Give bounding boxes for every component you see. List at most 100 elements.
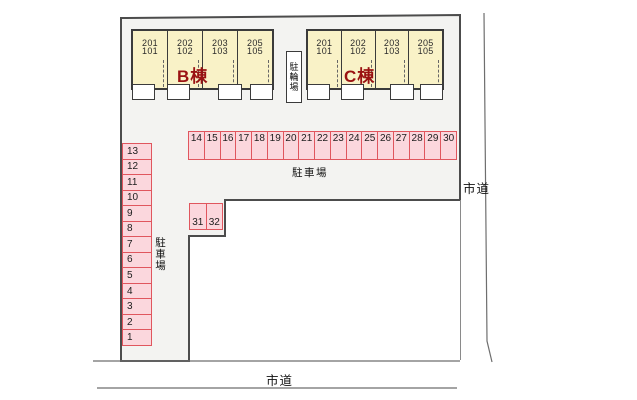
parking-space: 10 [123, 191, 151, 207]
parking-space: 20 [284, 132, 300, 159]
parking-space: 32 [207, 204, 223, 229]
parking-space: 31 [190, 204, 207, 229]
unit-number-lower: 105 [417, 46, 434, 56]
parking-pair-31-32: 31 32 [189, 203, 223, 230]
parking-space-number: 6 [127, 254, 133, 266]
parking-space-number: 3 [127, 301, 133, 313]
parking-space-number: 30 [443, 133, 455, 144]
parking-space: 9 [123, 206, 151, 222]
parking-space: 15 [205, 132, 221, 159]
parking-space-number: 2 [127, 316, 133, 328]
unit-number-lower: 101 [316, 46, 333, 56]
entrance-porch [250, 84, 273, 100]
parking-space: 17 [236, 132, 253, 159]
parking-space: 5 [123, 268, 151, 284]
road-line-right [483, 12, 493, 363]
parking-space: 22 [315, 132, 331, 159]
building-b-name-label: B棟 [177, 67, 209, 86]
unit-number-upper: 203 [212, 38, 228, 48]
parking-space-number: 22 [316, 133, 329, 144]
entrance-dashed-line [163, 60, 164, 87]
entrance-dashed-line [198, 60, 199, 87]
parking-space-number: 31 [192, 217, 204, 228]
parking-space: 28 [410, 132, 426, 159]
entrance-dashed-line [404, 60, 406, 87]
parking-space: 14 [189, 132, 205, 159]
unit-number-upper: 202 [177, 38, 193, 48]
entrance-porch [341, 84, 364, 100]
parking-space: 27 [394, 132, 410, 159]
parking-space: 2 [123, 315, 151, 331]
entrance-porch [390, 84, 414, 100]
parking-space: 3 [123, 299, 151, 315]
entrance-dashed-line [336, 60, 338, 87]
parking-space: 11 [123, 175, 151, 191]
unit-number-upper: 201 [316, 38, 333, 48]
parking-space: 16 [221, 132, 237, 159]
parking-space-number: 32 [208, 217, 220, 228]
parking-space-number: 26 [380, 133, 392, 144]
road-label-bottom: 市道 [266, 374, 294, 388]
parking-space-number: 19 [269, 133, 281, 144]
parking-space-number: 8 [127, 223, 133, 235]
building-c-name-label: C棟 [344, 67, 376, 86]
parking-space-number: 10 [127, 192, 139, 204]
entrance-porch [218, 84, 242, 100]
entrance-dashed-line [233, 60, 234, 87]
parking-space-number: 15 [206, 133, 218, 144]
entrance-dashed-line [438, 60, 439, 87]
parking-space: 26 [378, 132, 394, 159]
unit-number-upper: 202 [350, 38, 367, 48]
parking-lot-label-row: 駐車場 [292, 167, 328, 179]
parking-space-number: 12 [127, 161, 139, 173]
parking-space-number: 16 [222, 133, 234, 144]
parking-space-number: 4 [127, 285, 133, 297]
parking-space: 13 [123, 144, 151, 160]
parking-space: 24 [347, 132, 363, 159]
entrance-dashed-line [268, 60, 269, 87]
parking-space-number: 1 [127, 332, 133, 344]
parking-space: 4 [123, 284, 151, 300]
parking-space-number: 21 [301, 133, 313, 144]
parking-space: 29 [425, 132, 442, 159]
road-label-right: 市道 [463, 182, 491, 196]
unit-number-upper: 203 [383, 38, 400, 48]
parking-space: 23 [331, 132, 347, 159]
parking-space-number: 11 [127, 176, 138, 188]
parking-space: 7 [123, 237, 151, 253]
parking-space-number: 17 [238, 133, 250, 144]
entrance-porch [167, 84, 190, 100]
parking-space: 8 [123, 222, 151, 238]
parking-space-number: 13 [127, 145, 139, 157]
parking-lot-label-column: 駐車場 [154, 237, 166, 272]
parking-space-number: 23 [332, 133, 344, 144]
parking-space: 25 [362, 132, 379, 159]
parking-space-number: 18 [253, 133, 265, 144]
entrance-porch [307, 84, 330, 100]
parking-space: 12 [123, 160, 151, 176]
parking-space-number: 7 [127, 238, 133, 250]
bicycle-parking-label: 駐輪場 [288, 62, 299, 92]
unit-number-upper: 205 [247, 38, 263, 48]
parking-space-number: 14 [190, 133, 202, 144]
parking-space-number: 25 [364, 133, 376, 144]
entrance-porch [132, 84, 155, 100]
parking-space-number: 27 [395, 133, 407, 144]
entrance-porch [420, 84, 443, 100]
